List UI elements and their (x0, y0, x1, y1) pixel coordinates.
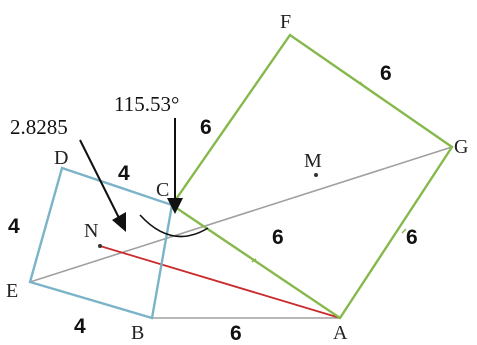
tick-mark (251, 258, 257, 263)
point-N-dot (98, 244, 102, 248)
length-ED: 4 (8, 215, 20, 238)
length-BA: 6 (230, 322, 242, 345)
tick-mark (359, 81, 365, 87)
length-AG: 6 (406, 226, 418, 249)
label-point-C: C (156, 179, 169, 201)
tick-mark (225, 121, 231, 127)
length-DC: 4 (118, 162, 130, 185)
distance-arrow (79, 139, 121, 221)
label-point-N: N (84, 220, 98, 242)
length-CA: 6 (272, 226, 284, 249)
angle-arc (139, 214, 209, 238)
label-point-F: F (280, 11, 291, 33)
tick-mark (401, 228, 407, 234)
label-point-M: M (304, 150, 322, 172)
distance-arrow-head (112, 212, 126, 232)
point-M-dot (314, 173, 318, 177)
angle-annotation: 115.53° (114, 92, 179, 116)
label-point-G: G (454, 136, 468, 158)
segment-NA (99, 245, 341, 319)
label-point-D: D (54, 147, 68, 169)
distance-annotation: 2.8285 (10, 115, 68, 139)
length-EB: 4 (74, 315, 86, 338)
label-point-E: E (6, 280, 18, 302)
segment-EG (29, 146, 453, 283)
angle-arrow-head (167, 198, 183, 214)
label-point-B: B (131, 322, 144, 344)
length-CF: 6 (200, 116, 212, 139)
square-CAGF (170, 33, 454, 320)
label-point-A: A (333, 322, 348, 344)
length-FG: 6 (380, 62, 392, 85)
